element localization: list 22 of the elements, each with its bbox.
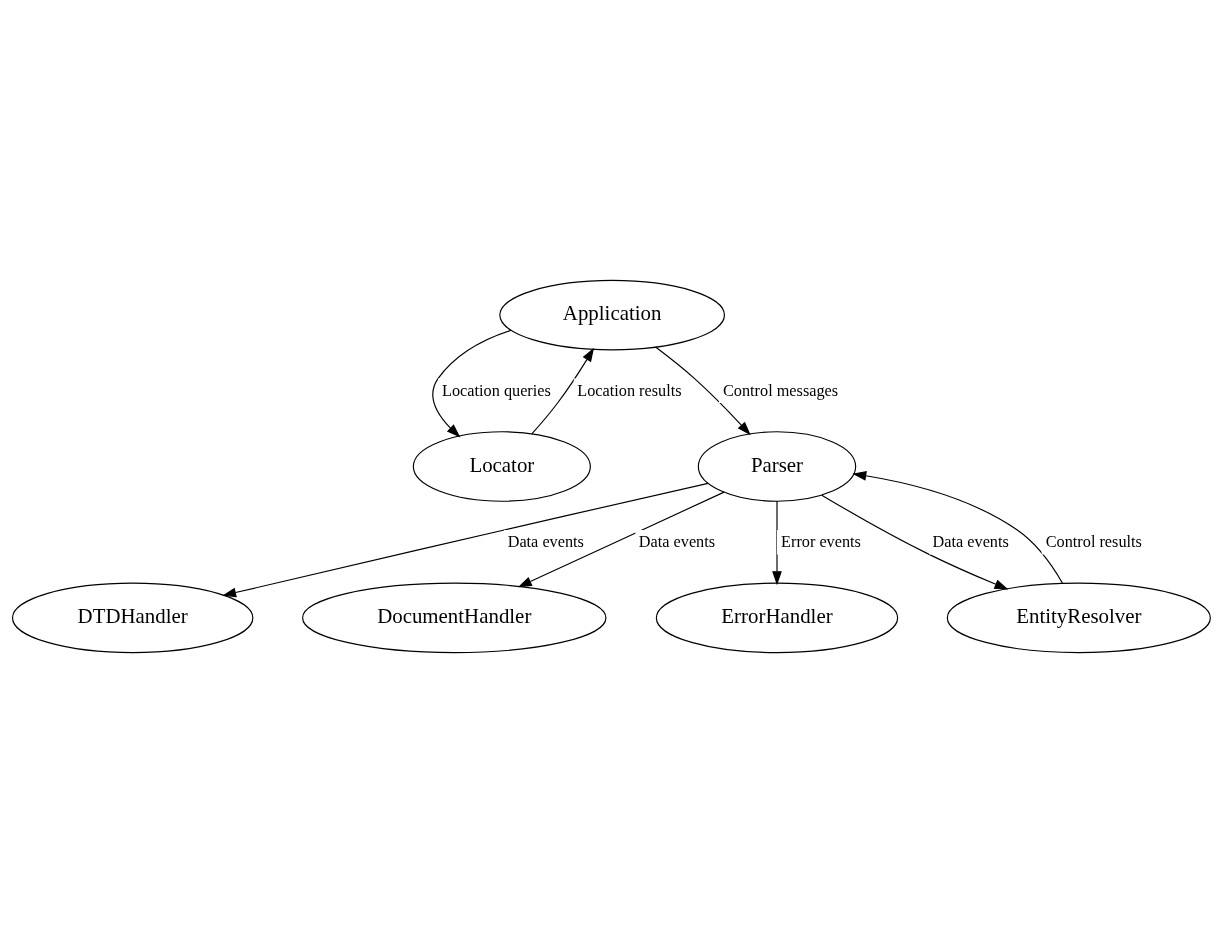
arrow — [654, 346, 751, 436]
arrow — [772, 500, 782, 586]
node-ellipse: Parser — [697, 431, 857, 502]
arrow — [852, 471, 1064, 584]
node-ellipse: EntityResolver — [946, 582, 1211, 654]
node-ellipse: Application — [499, 279, 726, 351]
node-ellipse: Locator — [412, 431, 591, 502]
node-ellipse: DTDHandler — [12, 582, 254, 654]
arrow — [531, 347, 595, 435]
node-ellipse: DocumentHandler — [302, 582, 607, 654]
arrow — [222, 482, 709, 598]
arrow — [432, 329, 512, 438]
node-ellipse: ErrorHandler — [655, 582, 899, 654]
edge-label: Location queries — [442, 381, 551, 400]
edge-label: Location results — [577, 381, 682, 400]
edge-label: Control results — [1045, 533, 1142, 552]
edge-label: Error events — [781, 533, 861, 552]
edge-label: Control messages — [723, 381, 839, 400]
edge-label: Data events — [932, 533, 1009, 552]
arrow — [517, 491, 725, 588]
edge-label: Data events — [507, 533, 584, 552]
edge-label: Data events — [638, 533, 716, 552]
